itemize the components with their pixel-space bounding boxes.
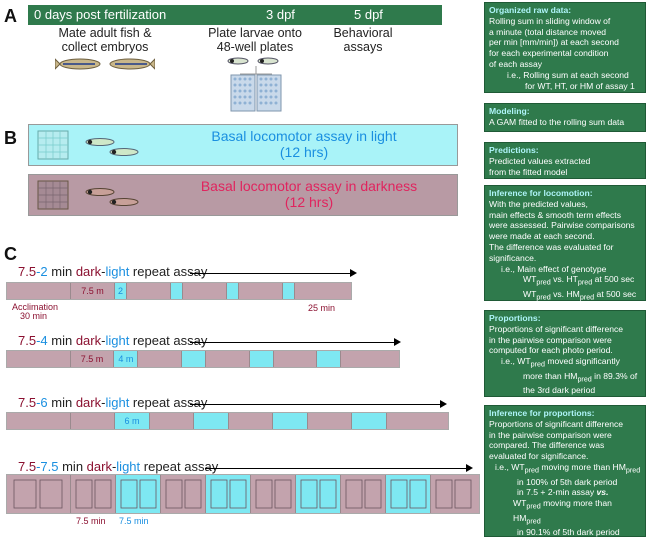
assay1-light-3 [227,283,239,299]
assay1-dark-4 [239,283,283,299]
plate-light-icon [37,130,69,160]
assay1-title: 7.5-2 min dark-light repeat assay [18,264,208,279]
assay3-title: 7.5-6 min dark-light repeat assay [18,395,208,410]
panel-label-c: C [4,244,17,264]
assay3-arrow-line [190,404,440,405]
adult-fish-pair-icon [55,58,155,70]
assay2-acclimation [7,351,71,367]
assay4-dark-2 [161,475,206,513]
assay2-light-3 [249,351,274,367]
dark-assay-title: Basal locomotor assay in darkness (12 hr… [200,178,418,210]
step-predictions: Predictions: Predicted values extracted … [484,142,646,179]
assay4-dark-duration: 7.5 min [76,516,106,526]
timeline-day3: 3 dpf [266,7,295,22]
step-inference-locomotion: Inference for locomotion: With the predi… [484,185,646,302]
assay4-dark-1 [71,475,116,513]
assay1-arrow-line [190,273,350,274]
light-assay-title: Basal locomotor assay in light (12 hrs) [211,128,397,160]
dark-assay-box: Basal locomotor assay in darkness (12 hr… [28,174,458,216]
assay2-dark-3 [205,351,250,367]
light-assay-box: Basal locomotor assay in light (12 hrs) [28,124,458,166]
assay1-final-duration: 25 min [308,303,336,313]
panel-label-a: A [4,6,17,26]
assay4-light-3 [296,475,341,513]
assay1-acclimation [7,283,71,299]
assay1-light-2 [171,283,183,299]
assay4-dark-4 [341,475,386,513]
assay2-light-1: 4 m [114,351,139,367]
panel-label-b: B [4,128,17,148]
assay4-light-2 [206,475,251,513]
assay2-light-2 [182,351,206,367]
assay3-dark-1 [71,413,115,429]
assay3-light-1: 6 m [115,413,150,429]
timeline-day5: 5 dpf [354,7,383,22]
assay4-arrow-head [466,464,473,472]
larva-dark-icon [85,188,139,206]
assay2-dark-5 [341,351,399,367]
assay2-arrow-head [394,338,401,346]
assay2-timeline: 7.5 m 4 m [6,350,400,368]
acclimation-label: Acclimation [12,302,59,312]
assay3-light-3 [273,413,308,429]
assay4-arrow-line [205,468,467,469]
step-mate-caption: Mate adult fish & collect embryos [58,26,152,54]
step-proportions: Proportions: Proportions of significant … [484,310,646,397]
step-assay-caption: Behavioral assays [333,26,393,54]
assay4-title: 7.5-7.5 min dark-light repeat assay [18,459,219,474]
plate-dark-icon [37,180,69,210]
assay3-dark-2 [150,413,194,429]
assay3-timeline: 6 m [6,412,449,430]
assay3-light-2 [194,413,229,429]
larvae-pair-icon [227,57,279,65]
well-plate-icon [230,66,282,112]
assay3-dark-3 [229,413,273,429]
assay3-dark-5 [387,413,448,429]
assay1-arrow-head [350,269,357,277]
step-inference-proportions: Inference for proportions: Proportions o… [484,405,646,548]
assay4-dark-3 [251,475,296,513]
step-organized-raw-data: Organized raw data: Rolling sum in slidi… [484,2,646,93]
assay4-light-duration: 7.5 min [119,516,149,526]
step-plate-caption: Plate larvae onto 48-well plates [208,26,302,54]
assay2-dark-2 [138,351,183,367]
acclimation-duration: 30 min [20,311,48,321]
assay3-light-4 [352,413,387,429]
larva-light-icon [85,138,139,156]
assay4-light-4 [386,475,431,513]
assay3-acclimation [7,413,71,429]
assay3-arrow-head [440,400,447,408]
assay1-light-1: 2 [115,283,127,299]
assay1-light-4 [283,283,295,299]
step-modeling: Modeling: A GAM fitted to the rolling su… [484,103,646,132]
assay2-dark-4 [273,351,318,367]
assay4-plate-icons [13,479,472,509]
assay3-dark-4 [308,413,352,429]
assay2-dark-1: 7.5 m [70,351,115,367]
assay4-light-1 [116,475,161,513]
assay2-title: 7.5-4 min dark-light repeat assay [18,333,208,348]
timeline-bar: 0 days post fertilization 3 dpf 5 dpf [28,5,442,25]
assay1-dark-5 [295,283,351,299]
assay1-timeline: 7.5 m 2 [6,282,352,300]
assay4-acclimation [7,475,71,513]
assay1-dark-2 [127,283,171,299]
assay2-arrow-line [190,342,395,343]
timeline-day0: 0 days post fertilization [34,7,167,22]
assay1-dark-1: 7.5 m [71,283,115,299]
assay1-dark-3 [183,283,227,299]
assay2-light-4 [317,351,342,367]
